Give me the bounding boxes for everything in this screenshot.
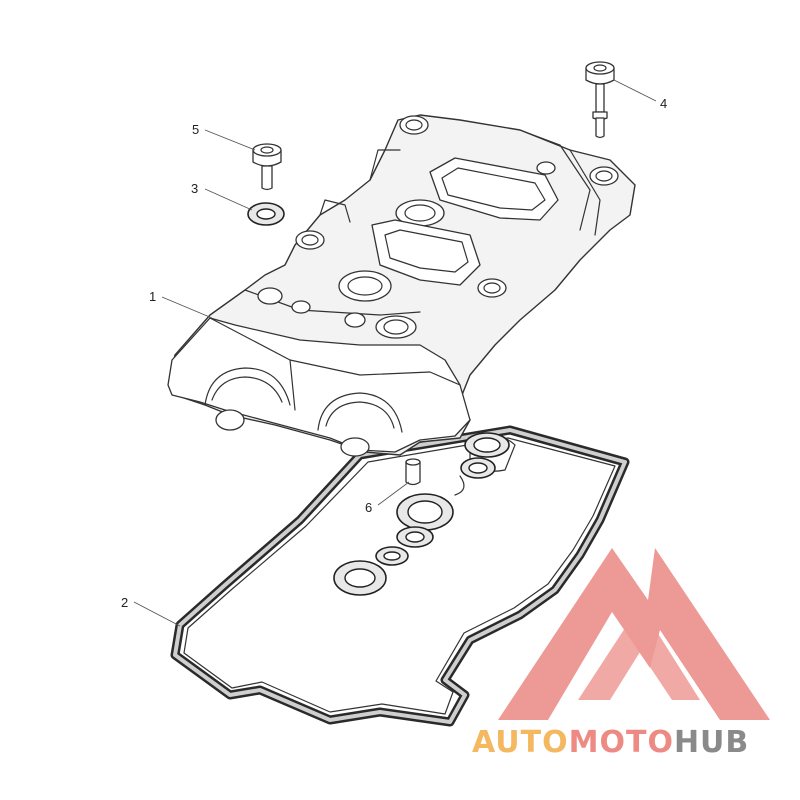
callout-4: 4 — [660, 96, 667, 111]
svg-text:AUTOMOTOHUB: AUTOMOTOHUB — [472, 725, 749, 760]
long-bolt — [585, 61, 615, 139]
brand-auto: AUTO — [472, 725, 569, 760]
leader-lines — [133, 79, 657, 627]
spark-plug-seals — [333, 432, 516, 596]
brand-moto: MOTO — [569, 725, 674, 760]
brand-hub: HUB — [674, 725, 749, 760]
callout-5: 5 — [192, 122, 199, 137]
dowel-pin — [405, 458, 421, 486]
valve-cover — [167, 114, 636, 457]
callout-3: 3 — [191, 181, 198, 196]
callout-1: 1 — [149, 289, 156, 304]
short-bolt — [252, 143, 282, 191]
watermark-text: AUTOMOTOHUB — [472, 725, 749, 760]
callout-6: 6 — [365, 500, 372, 515]
callout-2: 2 — [121, 595, 128, 610]
seal-washer — [247, 202, 285, 226]
watermark-logo — [498, 548, 770, 720]
callout-labels: 1 2 3 4 5 6 — [121, 96, 667, 610]
valve-cover-gasket — [170, 425, 630, 727]
